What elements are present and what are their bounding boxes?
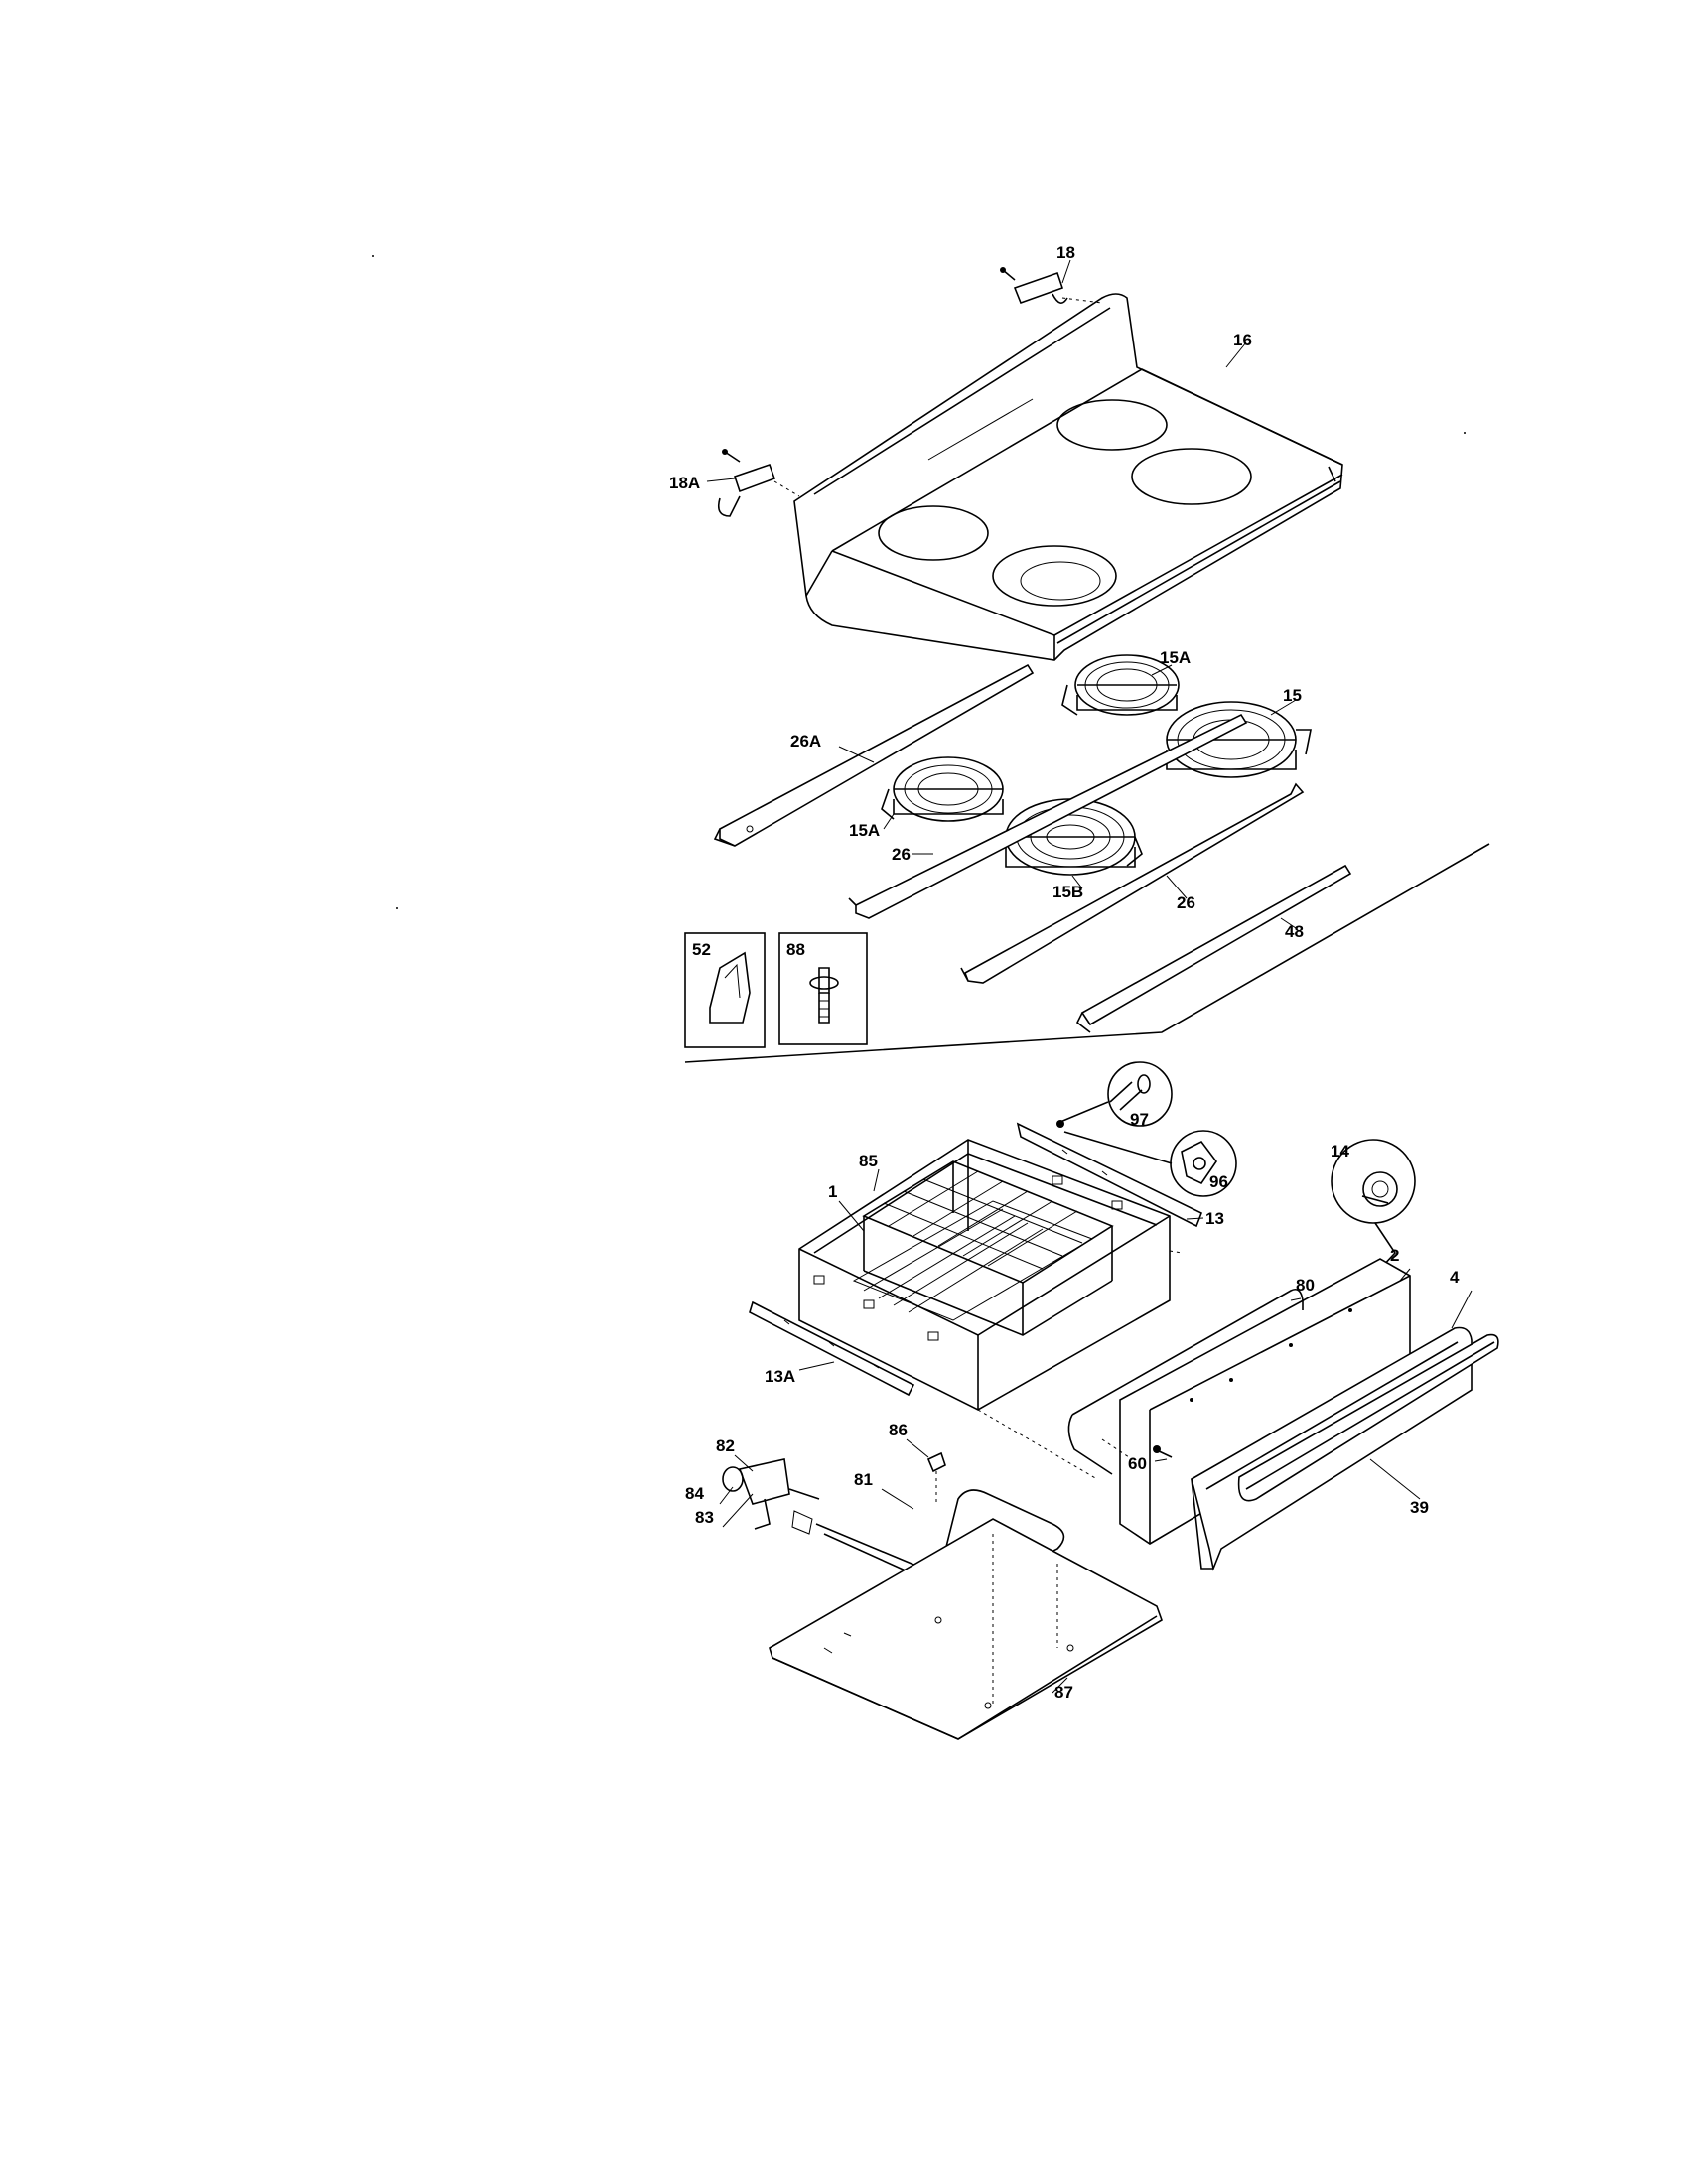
drawer-slide-13 (1016, 1122, 1203, 1228)
callout-15a-left: 15A (849, 821, 880, 840)
element-bracket-26-right (960, 782, 1305, 984)
drawer-box-1 (798, 1139, 1171, 1411)
callout-87: 87 (1054, 1683, 1073, 1702)
gasket-80 (1067, 1288, 1304, 1475)
callout-2: 2 (1390, 1246, 1399, 1265)
callout-1: 1 (828, 1182, 837, 1201)
callout-13a: 13A (765, 1367, 795, 1386)
callout-13: 13 (1205, 1209, 1224, 1228)
surface-element-15a-front (881, 756, 1004, 822)
drawer-rack-85 (862, 1160, 1114, 1336)
screw-60-path (1101, 1438, 1133, 1460)
screw-circle-97 (1056, 1061, 1173, 1128)
callout-39: 39 (1410, 1498, 1429, 1517)
inset-box-52 (684, 932, 766, 1048)
clip-86 (926, 1451, 946, 1504)
inset-box-88 (778, 932, 868, 1045)
callout-26-right: 26 (1177, 893, 1195, 912)
clip-circle-96 (1063, 1130, 1237, 1197)
hinge-bracket-18 (1000, 267, 1103, 305)
surface-element-15 (1166, 701, 1312, 778)
callout-86: 86 (889, 1421, 908, 1439)
callout-80: 80 (1296, 1276, 1315, 1295)
callout-97: 97 (1130, 1110, 1149, 1129)
callout-4: 4 (1450, 1268, 1460, 1287)
assembly-line-2 (977, 1409, 1098, 1480)
cooktop-glass-top (793, 293, 1343, 661)
knob-circle-14 (1331, 1139, 1416, 1270)
scan-specks (372, 255, 1466, 909)
screw-60 (1153, 1445, 1173, 1458)
element-bracket-26-left (848, 713, 1248, 919)
callout-26a: 26A (790, 732, 821, 751)
callout-84: 84 (685, 1484, 704, 1503)
callout-16: 16 (1233, 331, 1252, 349)
section-divider (684, 843, 1490, 1063)
thermostat-82-83-84 (722, 1458, 820, 1530)
callout-82: 82 (716, 1436, 735, 1455)
callout-85: 85 (859, 1152, 878, 1170)
callout-14: 14 (1331, 1142, 1349, 1160)
drawer-bottom-87 (769, 1518, 1163, 1740)
callout-52: 52 (692, 940, 711, 959)
hinge-bracket-18a (717, 449, 800, 517)
callout-labels: 18 16 18A 15A 15 26A 15A 26 15B 26 48 52… (669, 243, 1460, 1702)
drawer-handle-39 (1237, 1333, 1499, 1502)
surface-element-15a-rear (1061, 654, 1180, 716)
callout-18a: 18A (669, 474, 700, 492)
callout-15a-top: 15A (1160, 648, 1191, 667)
drawer-slide-13a (749, 1300, 915, 1397)
callout-83: 83 (695, 1508, 714, 1527)
assembly-line-1 (1169, 1250, 1183, 1254)
callout-88: 88 (786, 940, 805, 959)
callout-60: 60 (1128, 1454, 1147, 1473)
callout-18: 18 (1056, 243, 1075, 262)
callout-15b: 15B (1052, 883, 1083, 901)
leader-lines (706, 259, 1473, 1694)
callout-26-left: 26 (892, 845, 911, 864)
element-bracket-26a (713, 663, 1035, 847)
callout-96: 96 (1209, 1172, 1228, 1191)
callout-48: 48 (1285, 922, 1304, 941)
callout-15: 15 (1283, 686, 1302, 705)
trim-strip-48 (1075, 864, 1352, 1033)
callout-81: 81 (854, 1470, 873, 1489)
